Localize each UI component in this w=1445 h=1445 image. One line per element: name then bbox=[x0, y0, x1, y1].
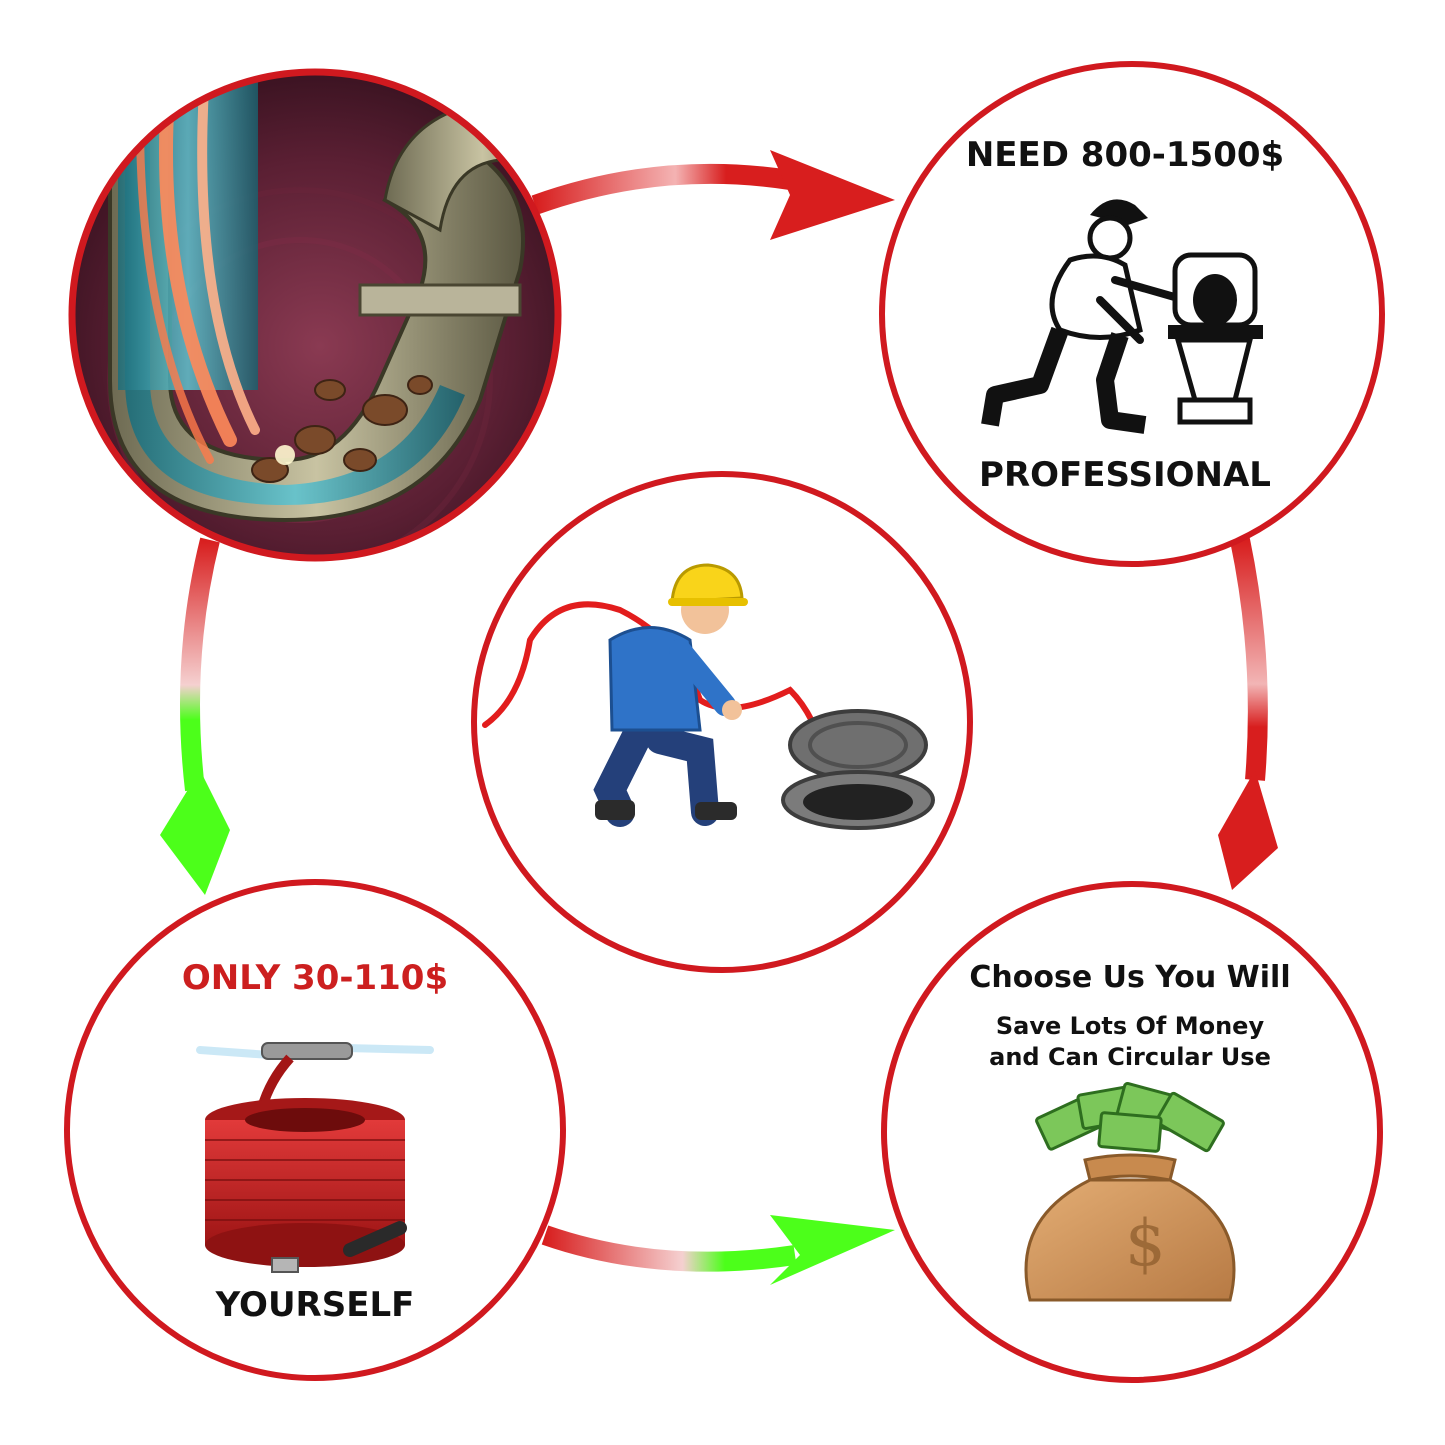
yourself-node bbox=[64, 879, 566, 1381]
arrow-left-green bbox=[160, 537, 230, 895]
result-node: $ bbox=[881, 881, 1383, 1383]
professional-price-label: NEED 800-1500$ bbox=[965, 135, 1285, 175]
professional-label: PROFESSIONAL bbox=[979, 455, 1271, 495]
dollar-sign-mark: $ bbox=[1125, 1207, 1166, 1281]
professional-node bbox=[879, 61, 1385, 567]
yourself-label: YOURSELF bbox=[215, 1285, 415, 1325]
result-line-1: Save Lots Of Money bbox=[995, 1012, 1265, 1040]
arrow-bottom-green bbox=[541, 1215, 895, 1285]
yourself-price-label: ONLY 30-110$ bbox=[181, 958, 449, 998]
jetter-hose-reel-icon bbox=[196, 1042, 434, 1273]
worker-sewer-hose-icon bbox=[482, 563, 935, 830]
arrow-right-red bbox=[1218, 537, 1278, 890]
arrow-top-red bbox=[531, 150, 895, 240]
result-headline: Choose Us You Will bbox=[969, 960, 1291, 995]
result-line-2: and Can Circular Use bbox=[989, 1043, 1271, 1071]
center-node bbox=[471, 471, 973, 973]
money-bag-icon: $ bbox=[1024, 1081, 1236, 1302]
plumber-toilet-icon bbox=[981, 199, 1263, 434]
clogged-pipe-illustration bbox=[68, 68, 562, 562]
